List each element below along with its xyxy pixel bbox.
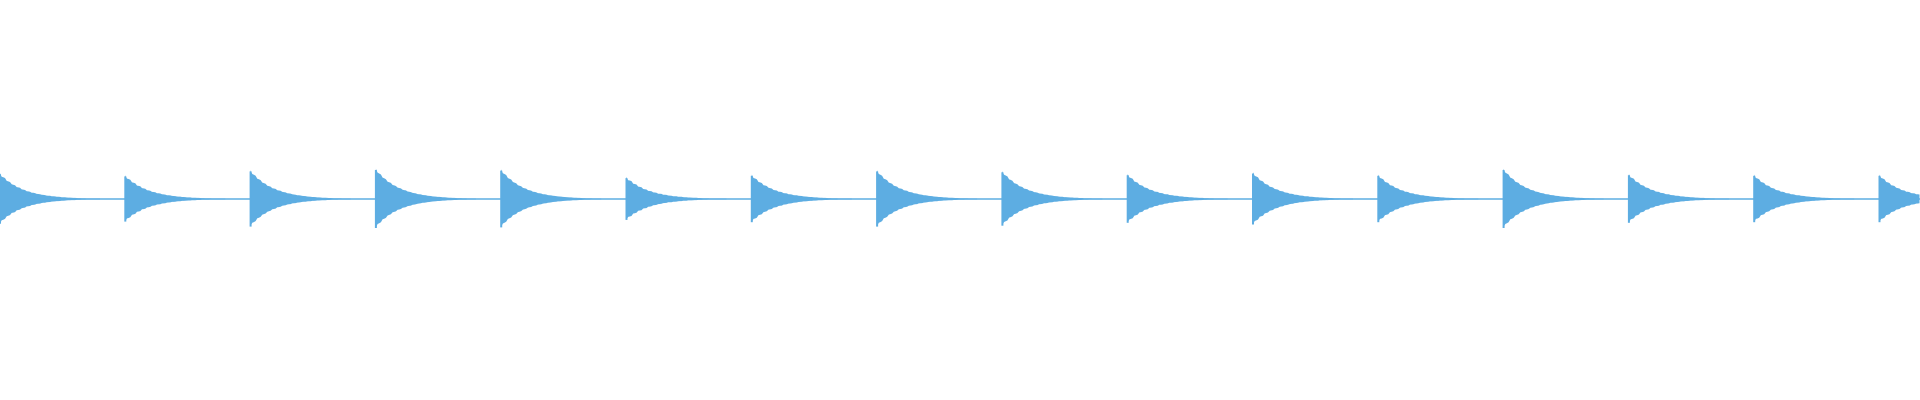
waveform-pulse-7: [751, 174, 852, 223]
waveform-pulse-9: [1002, 171, 1103, 226]
waveform-pulse-12: [1378, 174, 1479, 223]
waveform-pulse-1: [0, 173, 100, 224]
waveform-pulse-15: [1754, 174, 1855, 223]
waveform-pulse-3: [250, 170, 351, 227]
waveform-pulse-14: [1628, 174, 1729, 223]
waveform-pulse-13: [1503, 168, 1604, 228]
waveform-pulse-11: [1253, 172, 1353, 225]
waveform-pulse-2: [125, 175, 226, 222]
waveform-pulse-6: [626, 176, 727, 220]
waveform-pulse-8: [877, 170, 978, 227]
waveform-pulse-4: [375, 168, 476, 228]
waveform-pulse-5: [501, 169, 602, 228]
waveform-pulse-16: [1879, 174, 1920, 223]
waveform-pulse-10: [1127, 174, 1228, 223]
pulse-group: [0, 168, 1920, 228]
